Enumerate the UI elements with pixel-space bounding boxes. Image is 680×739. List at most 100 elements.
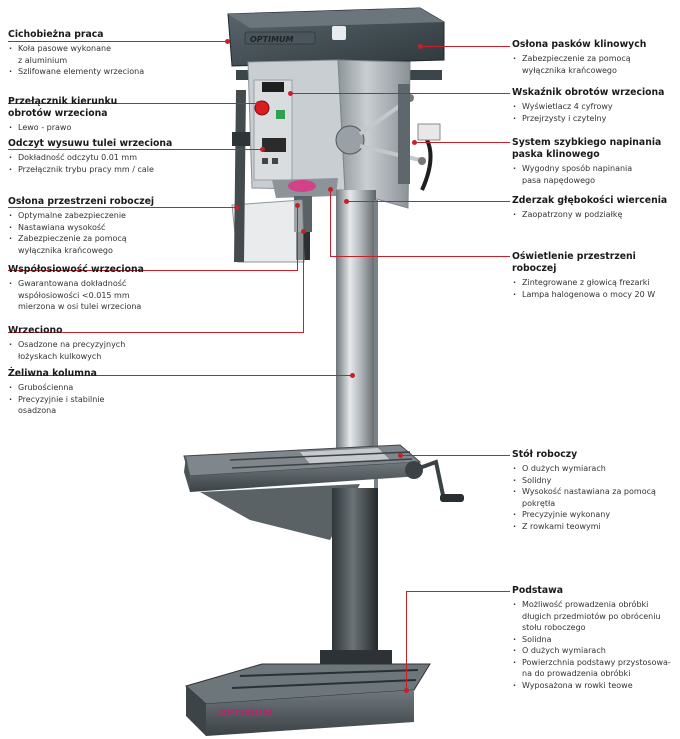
leader-dot-depth-stop [344, 199, 349, 204]
leader-work-light [330, 256, 510, 257]
leader-spindle-concentricity-vert [297, 206, 298, 271]
callout-item: Wyświetlacz 4 cyfrowy [512, 101, 678, 113]
callout-title: Stół roboczy [512, 449, 578, 460]
callout-title: Zderzak głębokości wiercenia [512, 195, 668, 206]
callout-item: Z rowkami teowymi [512, 521, 678, 533]
leader-depth-stop [346, 201, 510, 202]
callout-item: O dużych wymiarach [512, 463, 678, 475]
callout-item: Koła pasowe wykonane z aluminium [8, 43, 208, 66]
callout-column: Żeliwna kolumna Grubościenna Precyzyjnie… [8, 368, 208, 417]
callout-item: Solidna [512, 634, 678, 646]
spindle-ring [288, 180, 316, 192]
callout-item: Grubościenna [8, 382, 208, 394]
tension-lever[interactable] [398, 84, 441, 191]
callout-work-table: Stół roboczy O dużych wymiarach Solidny … [512, 449, 678, 532]
housing-brand-text: OPTIMUM [250, 35, 294, 44]
callout-depth-stop: Zderzak głębokości wiercenia Zaopatrzony… [512, 195, 678, 221]
callout-work-guard: Osłona przestrzeni roboczej Optymalne za… [8, 196, 218, 256]
leader-quill-readout [8, 149, 262, 150]
column [336, 190, 376, 460]
leader-dot-belt-guard [418, 44, 423, 49]
callout-quick-tension: System szybkiego napinania paska klinowe… [512, 137, 678, 186]
callout-item: Wyposażona w rowki teowe [512, 680, 678, 692]
leader-column [8, 375, 352, 376]
callout-item: Przejrzysty i czytelny [512, 113, 678, 125]
callout-item: O dużych wymiarach [512, 645, 678, 657]
callout-item: Zabezpieczenie za pomocą wyłącznika krań… [512, 53, 678, 76]
leader-dot-work-guard [234, 205, 239, 210]
callout-spindle-concentricity: Współosiowość wrzeciona Gwarantowana dok… [8, 264, 208, 313]
leader-dot-work-light [328, 187, 333, 192]
callout-item: Lampa halogenowa o mocy 20 W [512, 289, 678, 301]
callout-title: Wrzeciono [8, 325, 63, 336]
callout-item: Optymalne zabezpieczenie [8, 210, 218, 222]
callout-item: Zintegrowane z głowicą frezarki [512, 277, 678, 289]
callout-speed-display: Wskaźnik obrotów wrzeciona Wyświetlacz 4… [512, 87, 678, 124]
callout-item: Przełącznik trybu pracy mm / cale [8, 164, 228, 176]
leader-dot-direction-switch [256, 101, 261, 106]
machine-base [184, 663, 431, 736]
leader-dot-spindle [301, 229, 306, 234]
callout-title: Osłona pasków klinowych [512, 39, 647, 50]
callout-quill-readout: Odczyt wysuwu tulei wrzeciona Dokładność… [8, 138, 228, 175]
callout-title: Wskaźnik obrotów wrzeciona [512, 87, 665, 98]
callout-item: Gwarantowana dokładność współosiowości <… [8, 278, 208, 313]
callout-item: Zabezpieczenie za pomocą wyłącznika krań… [8, 233, 218, 256]
leader-dot-column [350, 373, 355, 378]
callout-base: Podstawa Możliwość prowadzenia obróbki d… [512, 585, 678, 691]
callout-spindle: Wrzeciono Osadzone na precyzyjnych łożys… [8, 325, 208, 362]
callout-title: Oświetlenie przestrzeni roboczej [512, 251, 636, 274]
leader-spindle [8, 332, 304, 333]
table-crank[interactable] [405, 459, 464, 502]
leader-dot-spindle-concentricity [295, 203, 300, 208]
leader-belt-guard [420, 46, 510, 47]
leader-dot-base [404, 688, 409, 693]
start-button[interactable] [276, 110, 285, 119]
callout-item: Powierzchnia podstawy przystosowa- na do… [512, 657, 678, 680]
callout-title: Osłona przestrzeni roboczej [8, 196, 155, 207]
callout-title: Przełącznik kierunku obrotów wrzeciona [8, 96, 118, 119]
leader-quick-tension [414, 142, 510, 143]
callout-title: System szybkiego napinania paska klinowe… [512, 137, 662, 160]
callout-title: Żeliwna kolumna [8, 368, 97, 379]
callout-item: Wygodny sposób napinania pasa napędowego [512, 163, 678, 186]
leader-dot-speed-display [288, 91, 293, 96]
callout-item: Osadzone na precyzyjnych łożyskach kulko… [8, 339, 208, 362]
callout-item: Możliwość prowadzenia obróbki długich pr… [512, 599, 678, 634]
work-guard-shield[interactable] [231, 90, 305, 263]
speed-display-screen [262, 82, 284, 92]
brand-badge-icon [332, 26, 346, 40]
callout-item: Precyzyjnie i stabilnie osadzona [8, 394, 208, 417]
callout-title: Podstawa [512, 585, 563, 596]
leader-work-table [400, 455, 510, 456]
callout-pulley-housing: Cichobieżna praca Koła pasowe wykonane z… [8, 29, 208, 78]
leader-dot-quick-tension [412, 140, 417, 145]
leader-base [406, 591, 510, 592]
leader-pulley-housing [8, 41, 228, 42]
callout-item: Nastawiana wysokość [8, 222, 218, 234]
leader-spindle-vert [303, 232, 304, 333]
callout-item: Precyzyjnie wykonany [512, 509, 678, 521]
callout-title: Cichobieżna praca [8, 29, 104, 40]
head-body [247, 59, 411, 209]
callout-item: Szlifowane elementy wrzeciona [8, 66, 208, 78]
callout-item: Wysokość nastawiana za pomocą pokrętła [512, 486, 678, 509]
callout-title: Odczyt wysuwu tulei wrzeciona [8, 138, 173, 149]
callout-item: Lewo - prawo [8, 122, 208, 134]
leader-dot-pulley-housing [225, 39, 230, 44]
quill-readout-display [262, 138, 286, 152]
callout-work-light: Oświetlenie przestrzeni roboczej Zintegr… [512, 251, 678, 300]
column-sleeve [332, 488, 378, 656]
leader-speed-display [290, 93, 510, 94]
leader-dot-work-table [398, 453, 403, 458]
callout-title: Współosiowość wrzeciona [8, 264, 144, 275]
leader-work-guard [8, 207, 236, 208]
work-table [183, 444, 422, 540]
leader-base-vert [406, 591, 407, 691]
column-rack [374, 200, 378, 600]
callout-item: Zaopatrzony w podziałkę [512, 209, 678, 221]
leader-direction-switch [8, 103, 258, 104]
leader-spindle-concentricity [8, 270, 298, 271]
callout-item: Solidny [512, 475, 678, 487]
